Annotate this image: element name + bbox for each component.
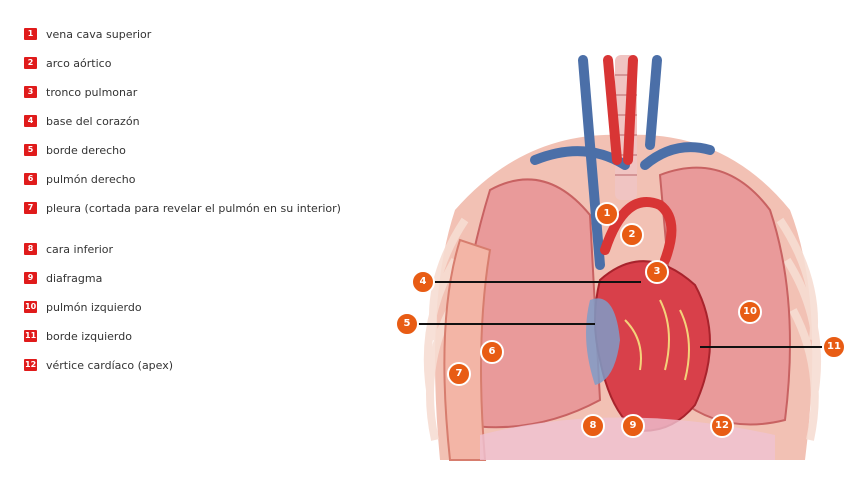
legend-number-badge: 4 <box>24 115 37 127</box>
legend-label: vena cava superior <box>46 28 151 41</box>
legend-number-badge: 9 <box>24 272 37 284</box>
callout-badge-5: 5 <box>395 312 419 336</box>
legend-label: diafragma <box>46 272 102 285</box>
legend-label: pulmón derecho <box>46 173 135 186</box>
callout-badge-6: 6 <box>480 340 504 364</box>
callout-badge-7: 7 <box>447 362 471 386</box>
legend-number-badge: 1 <box>24 28 37 40</box>
legend-item: 8 cara inferior <box>24 243 406 257</box>
legend-number-badge: 12 <box>24 359 37 371</box>
callout-line-4 <box>431 281 641 283</box>
callout-badge-10: 10 <box>738 300 762 324</box>
legend-number-badge: 6 <box>24 173 37 185</box>
callout-line-11 <box>700 346 822 348</box>
legend-item: 12 vértice cardíaco (apex) <box>24 359 406 373</box>
legend-item: 6 pulmón derecho <box>24 173 406 187</box>
callout-badge-11: 11 <box>822 335 844 359</box>
callout-badge-3: 3 <box>645 260 669 284</box>
legend-item: 3 tronco pulmonar <box>24 86 406 100</box>
legend-number-badge: 11 <box>24 330 37 342</box>
legend-number-badge: 3 <box>24 86 37 98</box>
legend-label: cara inferior <box>46 243 113 256</box>
legend-label: arco aórtico <box>46 57 111 70</box>
legend-item: 1 vena cava superior <box>24 28 406 42</box>
callout-badge-8: 8 <box>581 414 605 438</box>
callout-badge-12: 12 <box>710 414 734 438</box>
heart-lungs-diagram: 1 2 3 4 5 6 7 8 9 10 11 12 <box>395 40 844 478</box>
legend-number-badge: 2 <box>24 57 37 69</box>
legend-item: 7 pleura (cortada para revelar el pulmón … <box>24 202 406 216</box>
legend-label: vértice cardíaco (apex) <box>46 359 173 372</box>
legend-item: 5 borde derecho <box>24 144 406 158</box>
legend-item: 11 borde izquierdo <box>24 330 406 344</box>
legend-number-badge: 5 <box>24 144 37 156</box>
legend-label: base del corazón <box>46 115 140 128</box>
legend-item: 4 base del corazón <box>24 115 406 129</box>
anatomy-illustration <box>395 40 844 474</box>
legend-label: borde izquierdo <box>46 330 132 343</box>
legend-item: 10 pulmón izquierdo <box>24 301 406 315</box>
legend-number-badge: 7 <box>24 202 37 214</box>
callout-line-5 <box>415 323 595 325</box>
legend-number-badge: 8 <box>24 243 37 255</box>
legend-number-badge: 10 <box>24 301 37 313</box>
callout-badge-1: 1 <box>595 202 619 226</box>
callout-badge-9: 9 <box>621 414 645 438</box>
legend-item: 2 arco aórtico <box>24 57 406 71</box>
legend-label: pulmón izquierdo <box>46 301 142 314</box>
callout-badge-4: 4 <box>411 270 435 294</box>
legend-item: 9 diafragma <box>24 272 406 286</box>
legend-label: borde derecho <box>46 144 126 157</box>
callout-badge-2: 2 <box>620 223 644 247</box>
legend-label: pleura (cortada para revelar el pulmón e… <box>46 202 341 215</box>
legend-label: tronco pulmonar <box>46 86 137 99</box>
